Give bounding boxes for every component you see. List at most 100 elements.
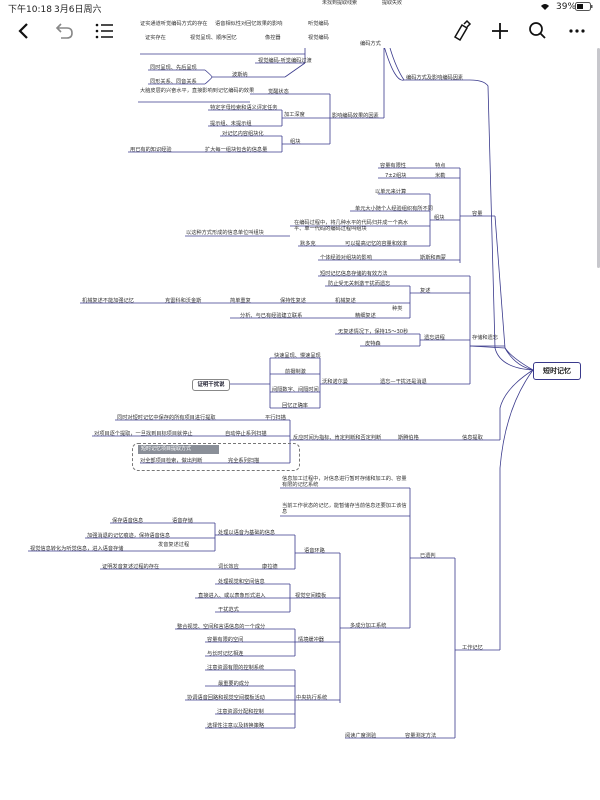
node-b7[interactable]: 组块 <box>434 215 445 221</box>
node-a22[interactable]: 扩大每一组块包含的信息量 <box>205 147 268 153</box>
node-c17[interactable]: 快速呈现、慢速呈现 <box>274 353 321 359</box>
node-c1[interactable]: 短时记忆信息存储的有效方法 <box>320 271 388 277</box>
node-c5[interactable]: 克雷科和沃金斯 <box>165 298 202 304</box>
node-e9[interactable]: 证明发音复述过程的存在 <box>102 564 160 570</box>
node-e26[interactable]: 中央执行系统 <box>296 695 328 701</box>
node-e2[interactable]: 当前工作状态的记忆，能暂储存当前信息还要加工该信息 <box>282 503 407 516</box>
node-a14[interactable]: 觉醒状态 <box>268 89 289 95</box>
node-e25[interactable]: 协调语音回路和视觉空间模板活动 <box>187 695 265 701</box>
node-a11[interactable]: 视觉编码-听觉编码过渡 <box>258 58 312 64</box>
node-d5[interactable]: 短时记忆项目提取方式 <box>138 445 219 454</box>
node-c20[interactable]: 沃和诺尔曼 <box>322 379 348 385</box>
node-a13[interactable]: 大脑皮层的兴奋水平，直接影响到记忆编码的效果 <box>140 88 255 94</box>
back-icon[interactable] <box>10 14 38 48</box>
node-e1[interactable]: 信息加工过程中，对信息进行暂时存储和加工的、容量有限的记忆系统 <box>282 476 407 489</box>
node-e11[interactable]: 康拉德 <box>262 564 278 570</box>
node-e24[interactable]: 最重要的成分 <box>218 681 250 687</box>
node-c19[interactable]: 间隔数字、间隔时间 <box>272 387 319 393</box>
node-a19[interactable]: 对记忆内容组块化 <box>222 131 264 137</box>
node-a4[interactable]: 证实存在 <box>145 35 166 41</box>
node-a15[interactable]: 特定字母检索和语义评定任务 <box>210 105 278 111</box>
node-b6[interactable]: 单元大小随个人经验组织有所不同 <box>355 206 433 212</box>
node-b2[interactable]: 特点 <box>435 163 446 169</box>
node-d9[interactable]: 斯腾伯格 <box>398 435 419 441</box>
node-c16[interactable]: 证明干扰说 <box>192 379 230 391</box>
node-b9[interactable]: 以这种方式形成的信息单位叫组块 <box>186 230 264 236</box>
node-a2[interactable]: 语音相似性对回忆效果的影响 <box>215 21 283 27</box>
node-c12[interactable]: 无复述情况下，保持15～30秒 <box>338 329 409 335</box>
mind-map-canvas[interactable]: 短时记忆 证实通道听觉编码方式的存在 语音相似性对回忆效果的影响 听觉编码 证实… <box>0 21 600 800</box>
node-e22[interactable]: 多成分加工系统 <box>350 623 387 629</box>
node-e18[interactable]: 整合视觉、空间和言语信息的一个成分 <box>177 624 266 630</box>
node-c2[interactable]: 防止受无关刺激干扰而遗忘 <box>328 281 391 287</box>
node-e30[interactable]: 容量测定方法 <box>405 733 437 739</box>
node-b8[interactable]: 在编码过程中，将几种水平的代码归并成一个高水平、单一代码的编码过程叫组块 <box>294 220 409 233</box>
node-c4[interactable]: 机械复述不能加强记忆 <box>82 298 134 304</box>
node-c11[interactable]: 精细复述 <box>355 313 376 319</box>
node-e10[interactable]: 词长效应 <box>218 564 239 570</box>
node-e28[interactable]: 选择性注意以及转换策略 <box>207 723 265 729</box>
node-d2[interactable]: 同时对短时记忆中保存的所有项目进行提取 <box>117 415 216 421</box>
node-a20[interactable]: 组块 <box>290 139 301 145</box>
node-d4[interactable]: 自动停止系列扫描 <box>225 431 267 437</box>
more-icon[interactable] <box>563 14 591 48</box>
node-e31[interactable]: 工作记忆 <box>462 645 483 651</box>
node-a12[interactable]: 编码方式 <box>360 41 381 47</box>
node-b5[interactable]: 以单元来计算 <box>375 189 407 195</box>
node-c7[interactable]: 保持性复述 <box>280 298 306 304</box>
node-e17[interactable]: 干扰范式 <box>218 607 239 613</box>
node-e15[interactable]: 直接进入、或以表象形式进入 <box>198 593 266 599</box>
node-e7[interactable]: 发音复述过程 <box>158 542 190 548</box>
node-a10[interactable]: 波斯纳 <box>232 72 248 78</box>
scrollbar[interactable] <box>597 48 600 268</box>
node-a6[interactable]: 像控器 <box>265 35 281 41</box>
node-a9[interactable]: 同形关系、同音关系 <box>150 79 197 85</box>
node-c3[interactable]: 复述 <box>420 288 431 294</box>
undo-icon[interactable] <box>50 14 78 48</box>
node-b1[interactable]: 容量有限性 <box>380 163 406 169</box>
node-e16[interactable]: 视觉空间模板 <box>295 593 327 599</box>
node-d8[interactable]: 反应时间为指标、肯定判断和否定判断 <box>293 435 382 441</box>
node-e3[interactable]: 已遗判 <box>420 553 436 559</box>
node-a8[interactable]: 同时呈现、先后呈现 <box>150 65 197 71</box>
node-a3[interactable]: 听觉编码 <box>308 21 329 27</box>
node-e5[interactable]: 语音存储 <box>172 518 193 524</box>
node-c8[interactable]: 机械复述 <box>335 298 356 304</box>
format-brush-icon[interactable] <box>447 14 475 48</box>
node-b14[interactable]: 斯斯和西蒙 <box>420 255 446 261</box>
node-c21[interactable]: 遗忘—干扰还是消退 <box>380 379 427 385</box>
node-e8[interactable]: 视觉信息转化为听觉信息，进入语音存储 <box>30 546 124 552</box>
node-b13[interactable]: 个体经验对组块的影响 <box>320 255 372 261</box>
node-d6[interactable]: 对全部项目检索，做出判断 <box>140 458 203 464</box>
node-a21[interactable]: 用已有的知识经验 <box>130 147 172 153</box>
node-c15[interactable]: 存储和遗忘 <box>472 335 498 341</box>
node-a18[interactable]: 影响编码效果的因素 <box>332 113 379 119</box>
node-b10[interactable]: 容量 <box>472 211 483 217</box>
node-e21[interactable]: 与长时记忆相连 <box>207 651 244 657</box>
node-e14[interactable]: 处理视觉和空间信息 <box>218 579 265 585</box>
node-d1[interactable]: 平行扫描 <box>265 415 286 421</box>
node-a16[interactable]: 加工深度 <box>284 112 305 118</box>
node-d3[interactable]: 对项目逐个提取，一旦找到目标项目就停止 <box>94 431 193 437</box>
node-c18[interactable]: 前摄制激 <box>285 369 306 375</box>
node-e29[interactable]: 阅读广度测验 <box>345 733 377 739</box>
node-c6[interactable]: 简单重复 <box>230 298 251 304</box>
node-e12[interactable]: 处理以语音为基础的信息 <box>218 530 276 536</box>
node-b4[interactable]: 米勒 <box>435 173 446 179</box>
node-c22[interactable]: 回忆正确率 <box>282 403 308 409</box>
node-a5[interactable]: 视觉呈现、顺序回忆 <box>190 35 237 41</box>
node-e23[interactable]: 注意资源有限的控制系统 <box>207 665 265 671</box>
node-a1[interactable]: 证实通道听觉编码方式的存在 <box>140 21 208 27</box>
node-b12[interactable]: 可以提高记忆的容量和效率 <box>345 241 408 247</box>
search-icon[interactable] <box>524 14 552 48</box>
node-e27[interactable]: 注意资源分配和控制 <box>217 709 264 715</box>
node-b11[interactable]: 默多克 <box>300 241 316 247</box>
node-e19[interactable]: 容量有限的空间 <box>207 637 244 643</box>
node-e4[interactable]: 保存语音信息 <box>112 518 144 524</box>
add-icon[interactable] <box>486 14 514 48</box>
node-a23[interactable]: 编码方式及影响编码因素 <box>406 75 464 81</box>
node-a17[interactable]: 提示组、未提示组 <box>210 121 252 127</box>
node-e13[interactable]: 语音环路 <box>304 548 325 554</box>
node-d10[interactable]: 信息提取 <box>462 435 483 441</box>
central-topic[interactable]: 短时记忆 <box>533 362 581 380</box>
